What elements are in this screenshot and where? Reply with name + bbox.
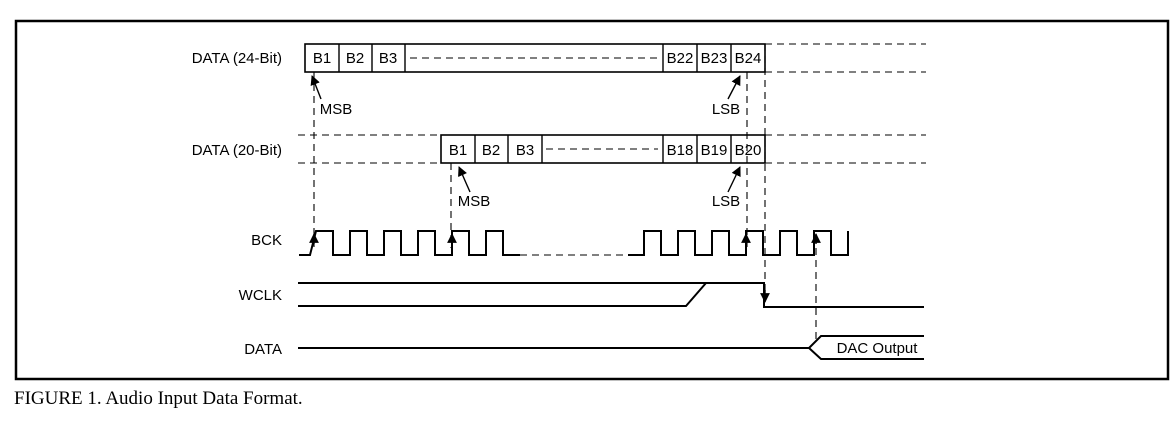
data20-cell-b20: B20 (735, 142, 762, 159)
data20-lsb-label: LSB (712, 193, 740, 210)
data20-cell-b18: B18 (667, 142, 694, 159)
data20-cell-b3: B3 (516, 142, 534, 159)
data20-label: DATA (20-Bit) (192, 142, 282, 159)
bck-edge-arrows (309, 233, 821, 244)
dac-output-label: DAC Output (837, 340, 919, 357)
data24-extension-lines (765, 43, 926, 73)
wclk-label: WCLK (239, 287, 282, 304)
data20-msb-arrow (458, 166, 471, 193)
bck-label: BCK (251, 232, 282, 249)
data20-frame (440, 134, 766, 164)
data24-cell-b2: B2 (346, 50, 364, 67)
timing-guide-lines (313, 44, 817, 340)
data20-lsb-arrow (727, 166, 741, 193)
figure-frame (14, 19, 1170, 381)
data20-extension-lines (298, 134, 926, 164)
data24-cell-b22: B22 (667, 50, 694, 67)
data-label: DATA (244, 341, 282, 358)
bck-waveform-left (299, 230, 520, 256)
data24-cell-b24: B24 (735, 50, 762, 67)
wclk-waveform-fall (763, 283, 924, 308)
wclk-waveform-low (298, 282, 707, 307)
data24-cell-b3: B3 (379, 50, 397, 67)
data24-msb-arrow (310, 75, 322, 100)
data24-label: DATA (24-Bit) (192, 50, 282, 67)
data24-frame (304, 43, 766, 73)
data20-cell-b1: B1 (449, 142, 467, 159)
data20-msb-label: MSB (458, 193, 491, 210)
data20-cell-b2: B2 (482, 142, 500, 159)
data20-cell-b19: B19 (701, 142, 728, 159)
data24-lsb-arrow (727, 75, 741, 100)
data24-lsb-label: LSB (712, 101, 740, 118)
data24-cell-b23: B23 (701, 50, 728, 67)
bck-waveform-right (628, 230, 849, 256)
data24-msb-label: MSB (320, 101, 353, 118)
figure-caption: FIGURE 1. Audio Input Data Format. (14, 388, 303, 409)
data24-cell-b1: B1 (313, 50, 331, 67)
dac-output-bus (808, 335, 924, 360)
